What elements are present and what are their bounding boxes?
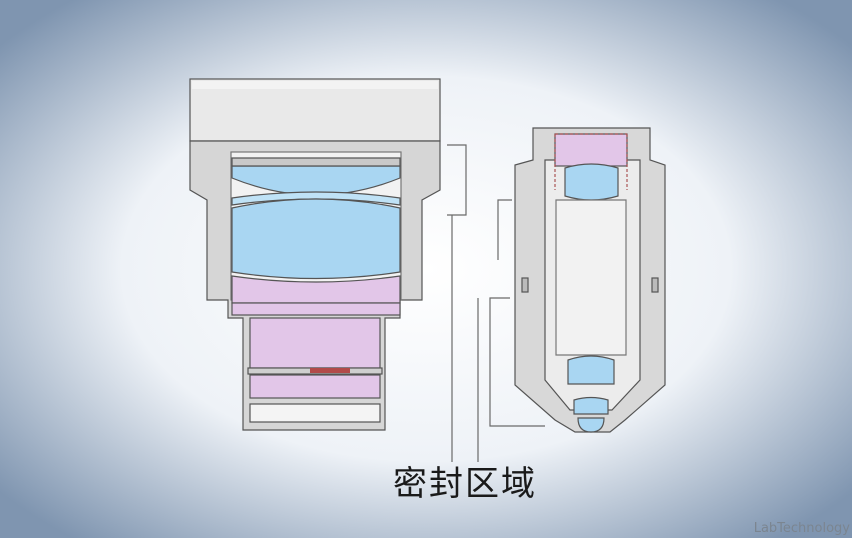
left-lens-second: [231, 198, 401, 280]
left-lens-pink-upper: [231, 275, 401, 304]
sealing-leader-lines: [447, 144, 545, 462]
left-top-cap: [189, 78, 441, 142]
right-lens-blue-middle: [567, 355, 615, 385]
left-front-window: [249, 403, 381, 423]
sealing-area-caption: 密封区域: [393, 464, 537, 504]
right-lens-pink-top: [554, 133, 628, 167]
left-lens-pink-bottom: [249, 374, 381, 399]
watermark-text: LabTechnology: [753, 521, 850, 536]
right-objective-cross-section: [514, 127, 666, 433]
right-lens-blue-small: [573, 396, 609, 415]
left-lens-pink-lower: [249, 317, 381, 369]
right-lens-blue-top: [564, 163, 619, 201]
left-objective-cross-section: [189, 78, 441, 431]
right-lens-blue-front: [577, 417, 605, 433]
